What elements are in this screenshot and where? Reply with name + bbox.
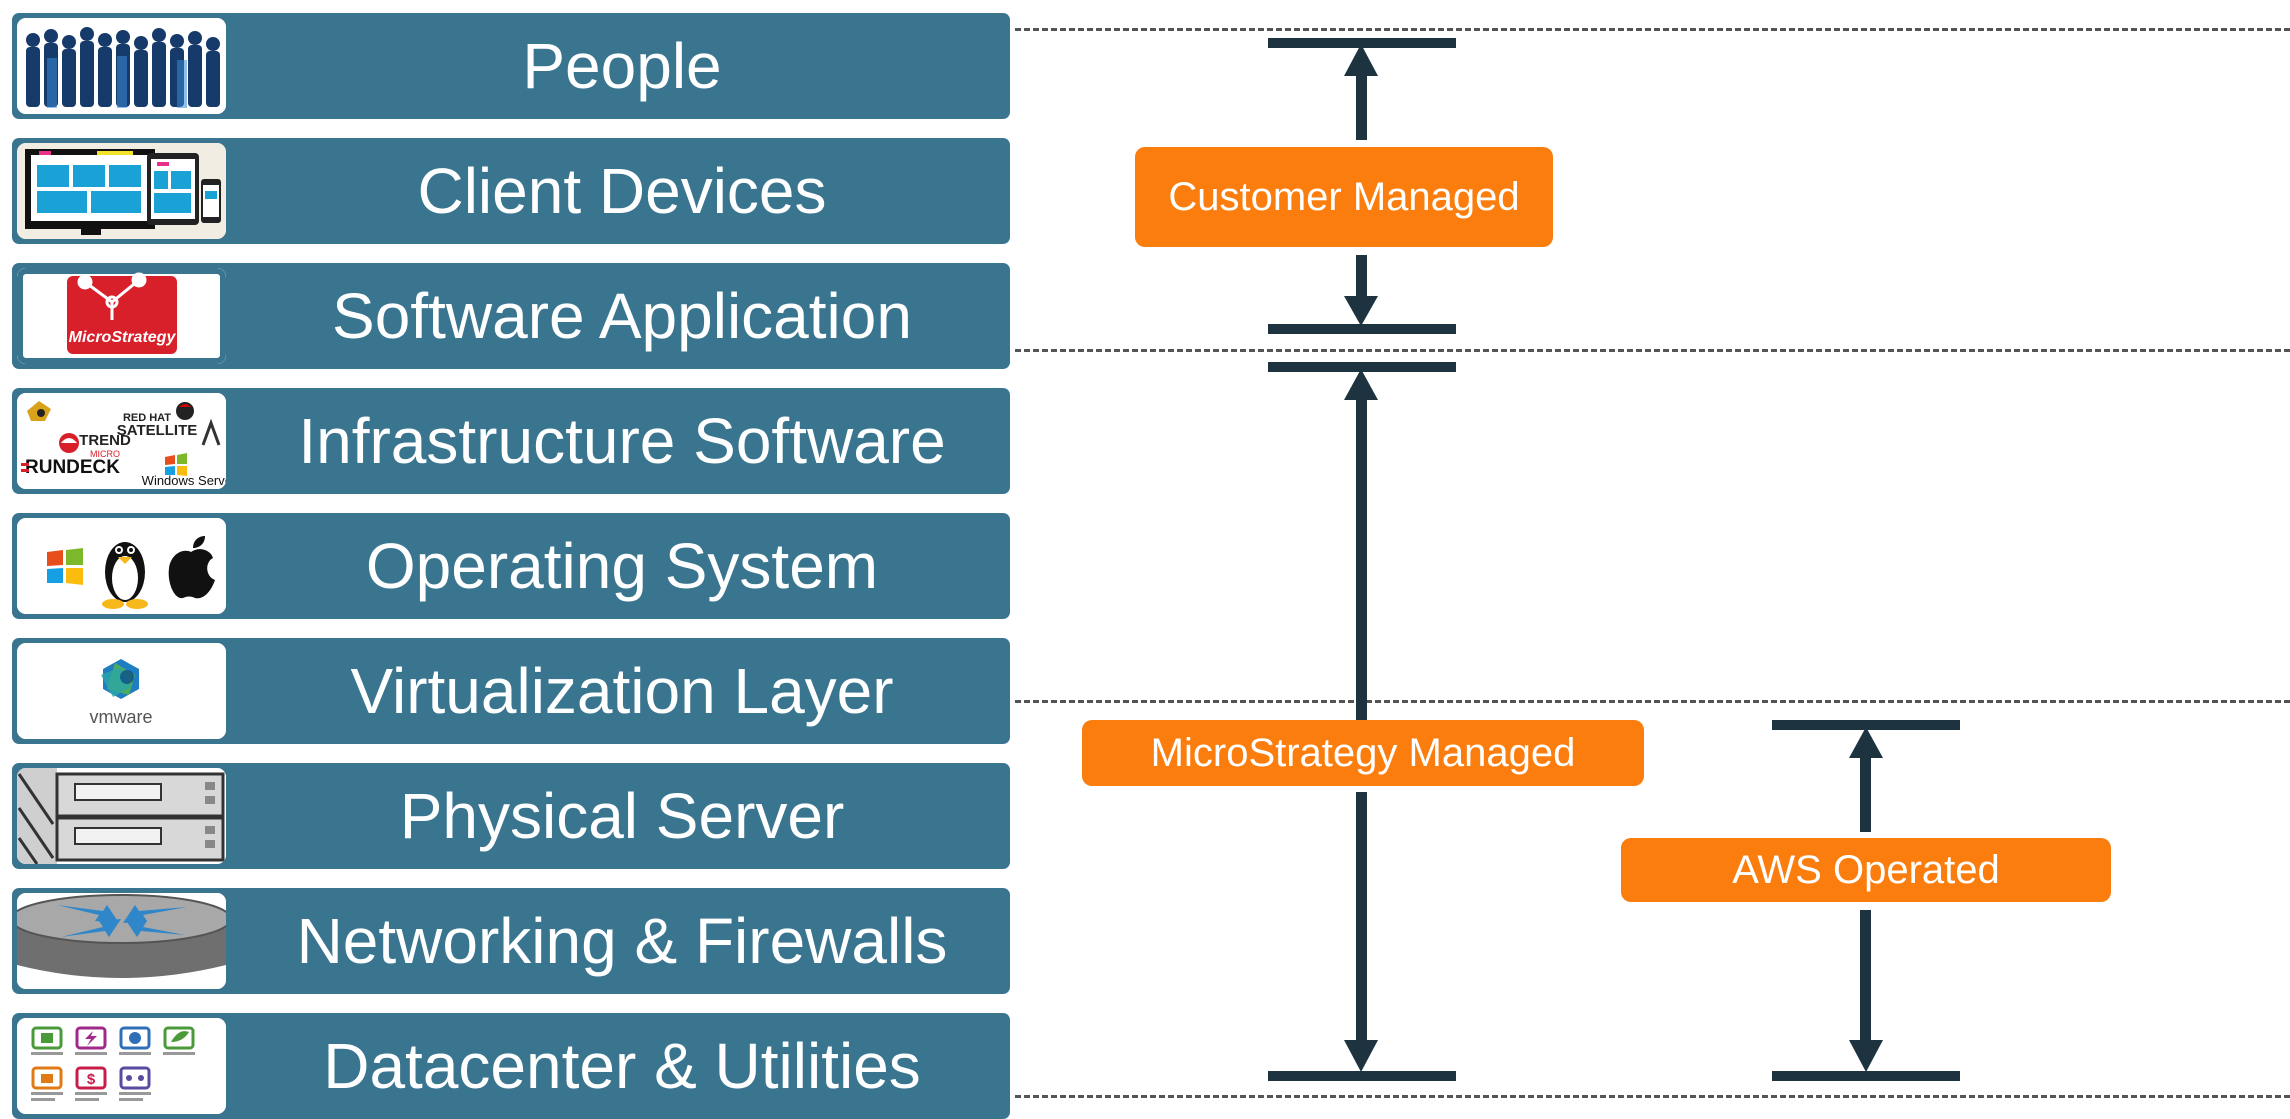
boundary-line-customer-microstrategy (1015, 349, 2290, 352)
windows-logo-icon (47, 548, 83, 585)
infrastructure-software-logos-icon: RED HAT SATELLITE TREND MICRO RUNDECK Wi… (17, 393, 226, 489)
layer-label: Infrastructure Software (298, 405, 946, 477)
layer-infrastructure-software: RED HAT SATELLITE TREND MICRO RUNDECK Wi… (12, 388, 1010, 494)
layer-networking: Networking & Firewalls (12, 888, 1010, 994)
trend-text: TREND (79, 432, 131, 449)
layer-label: Datacenter & Utilities (323, 1030, 921, 1102)
layer-label: Networking & Firewalls (296, 905, 948, 977)
aws-arrow-down-head (1849, 1040, 1883, 1072)
layer-label: Operating System (365, 530, 879, 602)
microstrategy-arrow-down-head (1344, 1040, 1378, 1072)
aws-arrow-up-head (1849, 727, 1883, 758)
layer-label: People (522, 30, 722, 102)
microstrategy-arrow-up-shaft (1356, 394, 1367, 720)
satellite-text: SATELLITE (117, 422, 198, 439)
customer-arrow-down-shaft (1356, 255, 1367, 305)
micro-text: MICRO (90, 449, 120, 459)
router-icon (17, 893, 226, 989)
layer-client-devices: Client Devices (12, 138, 1010, 244)
boundary-line-bottom (1015, 1095, 2290, 1098)
layer-people: People (12, 13, 1010, 119)
server-rack-icon (17, 768, 226, 864)
apple-logo-icon (168, 536, 215, 599)
microstrategy-arrow-up-head (1344, 369, 1378, 400)
linux-tux-icon (102, 542, 148, 609)
layer-label: Software Application (332, 280, 912, 352)
boundary-line-aws (1015, 700, 2290, 703)
windows-server-text: Windows Server (142, 473, 226, 488)
customer-arrow-down-head (1344, 296, 1378, 326)
customer-bar-bottom (1268, 324, 1456, 334)
datacenter-utilities-icon: $ (17, 1018, 226, 1114)
customer-arrow-up-head (1344, 44, 1378, 76)
rundeck-text: RUNDECK (25, 457, 120, 478)
aws-arrow-up-shaft (1860, 752, 1871, 832)
layer-label: Client Devices (417, 155, 827, 227)
microstrategy-bar-top (1268, 362, 1456, 372)
os-logos-icon (17, 518, 226, 614)
vmware-text: vmware (89, 707, 152, 727)
aws-bar-top (1772, 720, 1960, 730)
microstrategy-managed-badge: MicroStrategy Managed (1082, 720, 1644, 786)
client-devices-icon (17, 143, 226, 239)
microstrategy-bar-bottom (1268, 1071, 1456, 1081)
layer-datacenter: $ Datacenter & Utilities (12, 1013, 1010, 1119)
microstrategy-arrow-down-shaft (1356, 792, 1367, 1046)
layer-virtualization: vmware Virtualization Layer (12, 638, 1010, 744)
microstrategy-logo-icon: MicroStrategy (17, 268, 226, 364)
customer-arrow-up-shaft (1356, 70, 1367, 140)
layer-label: Physical Server (399, 780, 845, 852)
red-hat-text: RED HAT (123, 412, 171, 424)
layer-software-application: MicroStrategy Software Application (12, 263, 1010, 369)
aws-operated-badge: AWS Operated (1621, 838, 2111, 902)
people-silhouettes-icon (17, 18, 226, 114)
aws-bar-bottom (1772, 1071, 1960, 1081)
customer-bar-top (1268, 38, 1456, 48)
aws-arrow-down-shaft (1860, 910, 1871, 1046)
layer-physical-server: Physical Server (12, 763, 1010, 869)
vmware-logo-icon: vmware (17, 643, 226, 739)
layer-operating-system: Operating System (12, 513, 1010, 619)
layer-label: Virtualization Layer (350, 655, 894, 727)
svg-text:$: $ (87, 1071, 96, 1088)
microstrategy-logo-text: MicroStrategy (69, 329, 177, 346)
customer-managed-badge: Customer Managed (1135, 147, 1553, 247)
boundary-line-top (1015, 28, 2290, 31)
